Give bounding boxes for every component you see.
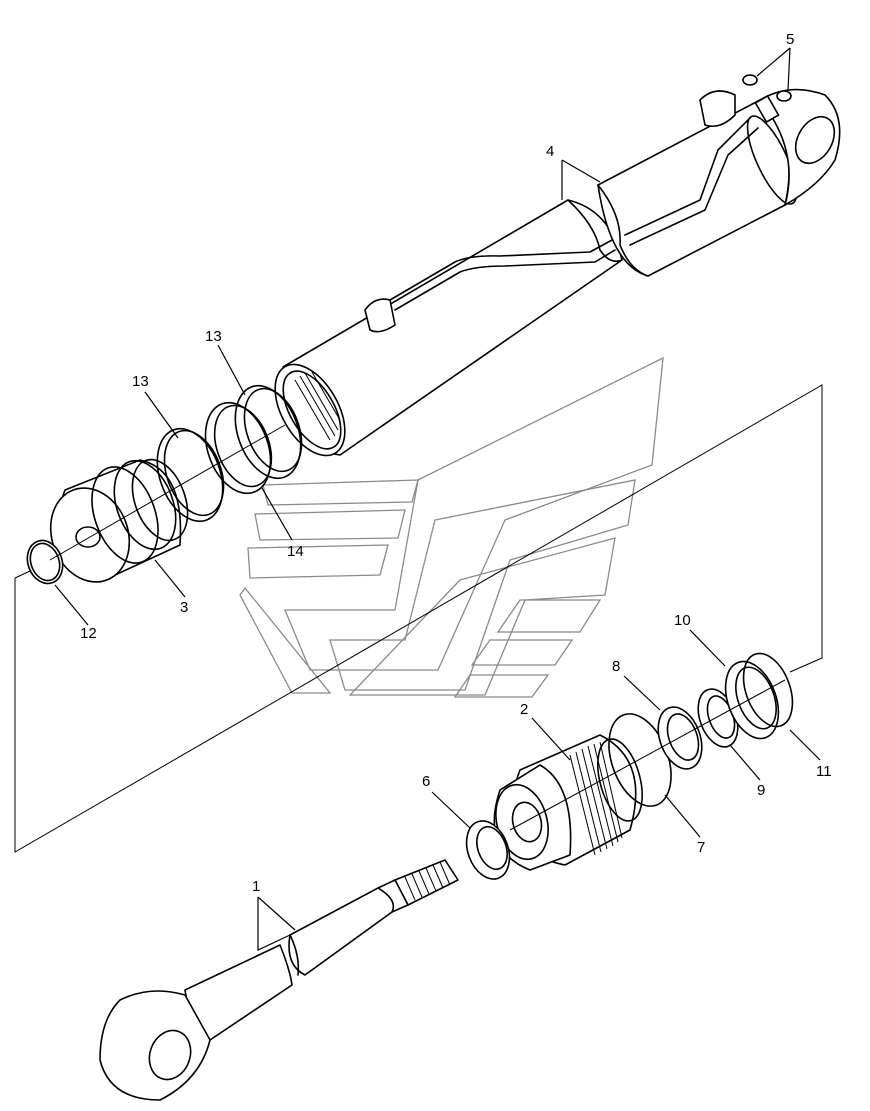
callout-3: 3 <box>180 599 188 616</box>
callout-14: 14 <box>287 543 304 560</box>
callout-13-upper: 13 <box>205 328 222 345</box>
callout-11: 11 <box>816 763 832 780</box>
callout-5: 5 <box>786 31 794 48</box>
wiper-6 <box>465 820 511 880</box>
callout-labels: 1 2 3 4 5 6 7 8 9 10 11 12 13 13 14 <box>80 31 832 895</box>
piston-rod-1 <box>99 859 459 1101</box>
callout-1: 1 <box>252 878 260 895</box>
seals-8-9-10-11 <box>509 652 794 831</box>
callout-7: 7 <box>697 839 705 856</box>
gland-head-2 <box>493 734 643 871</box>
o-rings-5 <box>742 74 792 102</box>
callout-9: 9 <box>757 782 765 799</box>
cylinder-barrel <box>274 88 841 457</box>
piston-3 <box>49 458 189 583</box>
callout-6: 6 <box>422 773 430 790</box>
assembly-frame <box>14 384 823 853</box>
callout-12: 12 <box>80 625 97 642</box>
callout-4: 4 <box>546 143 554 160</box>
callout-8: 8 <box>612 658 620 675</box>
callout-10: 10 <box>674 612 691 629</box>
callout-2: 2 <box>520 701 528 718</box>
seal-rings-13-14 <box>49 384 303 561</box>
callout-13-lower: 13 <box>132 373 149 390</box>
callout-leaders <box>54 47 821 951</box>
o-ring-12 <box>26 539 64 585</box>
